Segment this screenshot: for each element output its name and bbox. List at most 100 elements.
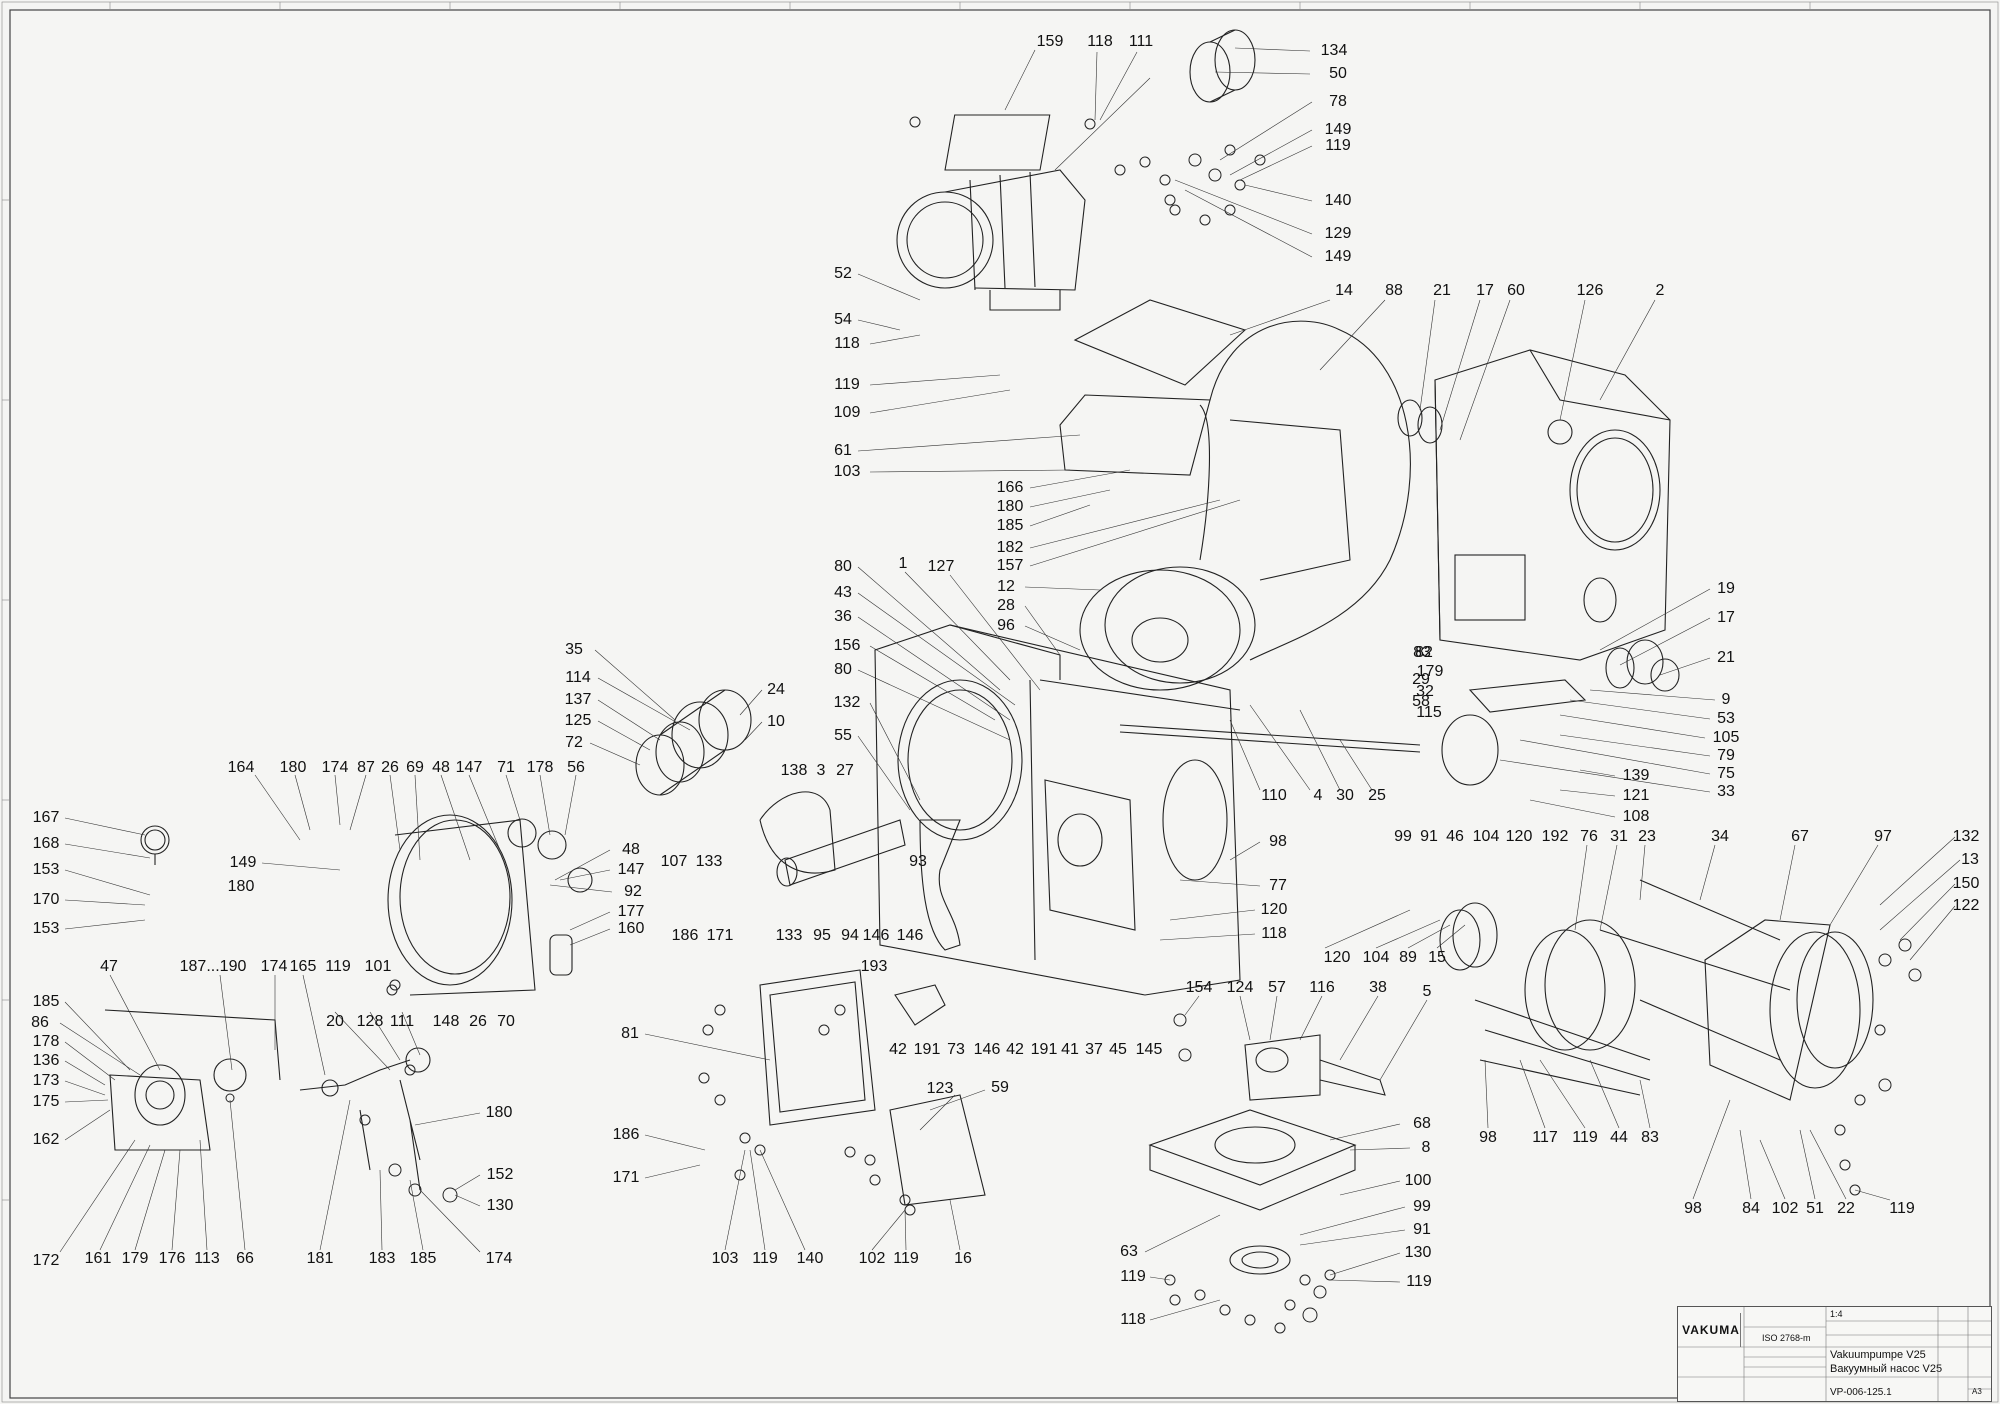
part-number-label: 80 [834,661,852,678]
part-number-label: 108 [1622,808,1650,825]
part-number-label: 16 [954,1250,972,1267]
part-number-label: 96 [997,617,1015,634]
part-number-label: 118 [834,335,860,352]
part-number-label: 93 [909,853,927,870]
parts-fasteners [225,116,1922,1334]
part-number-label: 149 [1324,248,1352,265]
logo-text: VAKUMA [1682,1323,1740,1337]
part-number-label: 2 [1655,282,1665,299]
part-number-label: 192 [1541,828,1569,845]
part-number-label: 59 [991,1079,1009,1096]
part-number-label: 98 [1269,833,1287,850]
valve-block [1397,399,1680,786]
part-number-label: 128 [356,1013,384,1030]
part-number-label: 119 [1889,1200,1915,1217]
part-number-label: 132 [1952,828,1980,845]
inspection-cover [759,969,986,1206]
part-number-label: 121 [1622,787,1650,804]
part-number-label: 149 [1324,121,1352,138]
part-number-label: 83 [1413,644,1431,661]
part-number-label: 114 [565,669,591,686]
gauge-part [140,825,170,865]
part-number-label: 3 [816,762,826,779]
part-number-label: 127 [927,558,955,575]
part-number-label: 94 [841,927,859,944]
part-number-label: 174 [260,958,288,975]
part-number-label: 70 [497,1013,515,1030]
part-number-label: 20 [326,1013,344,1030]
part-number-label: 104 [1472,828,1500,845]
part-number-label: 51 [1806,1200,1824,1217]
part-number-label: 161 [84,1250,112,1267]
part-number-label: 67 [1791,828,1809,845]
part-number-label: 180 [227,878,255,895]
part-number-label: 37 [1085,1041,1103,1058]
part-number-label: 175 [32,1093,60,1110]
part-number-label: 179 [1416,663,1444,680]
part-number-label: 172 [32,1252,60,1269]
part-number-label: 186 [671,927,699,944]
part-number-label: 130 [1404,1244,1432,1261]
part-number-label: 140 [1324,192,1352,209]
part-number-label: 176 [158,1250,186,1267]
part-number-label: 54 [834,311,852,328]
part-number-label: 147 [455,759,483,776]
part-number-label: 21 [1717,649,1735,666]
part-number-label: 63 [1120,1243,1138,1260]
part-number-label: 138 [780,762,808,779]
part-number-label: 133 [775,927,803,944]
part-number-label: 50 [1329,65,1347,82]
part-number-label: 98 [1684,1200,1702,1217]
part-number-label: 46 [1446,828,1464,845]
part-number-label: 32 [1416,683,1434,700]
part-number-label: 180 [485,1104,513,1121]
part-number-label: 134 [1320,42,1348,59]
part-number-label: 100 [1404,1172,1432,1189]
rotor-shaft [759,724,1421,887]
part-number-label: 89 [1399,949,1417,966]
part-number-label: 119 [325,958,351,975]
part-number-label: 24 [767,681,785,698]
part-number-label: 185 [32,993,60,1010]
part-number-label: 157 [996,557,1024,574]
part-number-label: 45 [1109,1041,1127,1058]
part-number-label: 124 [1226,979,1254,996]
part-number-label: 149 [229,854,257,871]
part-number-label: 56 [567,759,585,776]
part-number-label: 33 [1717,783,1735,800]
part-number-label: 87 [357,759,375,776]
part-number-label: 119 [1325,137,1351,154]
title-block: VAKUMA ISO 2768-m 1:4 Vakuumpumpe V25 Ва… [1677,1306,1992,1402]
part-number-label: 75 [1717,765,1735,782]
part-number-label: 23 [1638,828,1656,845]
part-number-label: 185 [409,1250,437,1267]
leader-lines [59,47,1961,1321]
gear-housing [1434,349,1671,661]
part-number-label: 180 [996,498,1024,515]
title-block-grid [1678,1307,1991,1401]
part-number-label: 103 [833,463,861,480]
part-number-label: 119 [1406,1273,1432,1290]
part-number-label: 140 [796,1250,824,1267]
end-cover [1439,879,1874,1101]
part-number-label: 42 [1006,1041,1024,1058]
main-pulley [1079,566,1256,691]
part-number-label: 119 [893,1250,919,1267]
part-number-label: 22 [1837,1200,1855,1217]
pump-housing [874,624,1241,996]
part-number-label: 103 [711,1250,739,1267]
part-number-label: 162 [32,1131,60,1148]
part-number-label: 186 [612,1126,640,1143]
part-number-label: 92 [624,883,642,900]
part-number-label: 119 [752,1250,778,1267]
part-number-label: 120 [1260,901,1288,918]
part-number-label: 13 [1961,851,1979,868]
part-number-label: 8 [1421,1139,1431,1156]
part-number-label: 119 [834,376,860,393]
part-number-label: 119 [1572,1129,1598,1146]
part-number-label: 181 [306,1250,334,1267]
part-number-label: 102 [858,1250,886,1267]
part-number-label: 170 [32,891,60,908]
part-number-label: 77 [1269,877,1287,894]
